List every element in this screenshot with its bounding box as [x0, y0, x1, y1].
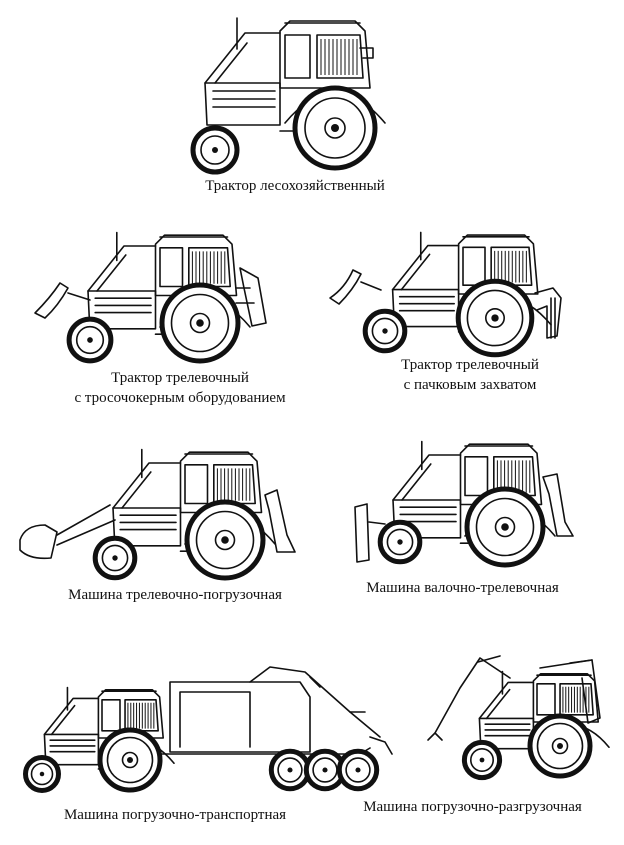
figure-loading-transport-machine — [20, 662, 415, 797]
caption-felling-skidding-machine: Машина валочно-трелевочная — [366, 580, 559, 596]
caption-loading-transport-machine: Машина погрузочно-транспортная — [63, 807, 287, 823]
figure-loading-unloading-machine — [420, 648, 610, 788]
figure-skidding-loading-machine — [15, 440, 305, 585]
caption-skidder-cable-2: с тросочокерным оборудованием — [74, 390, 286, 406]
caption-loading-unloading-machine: Машина погрузочно-разгрузочная — [363, 799, 582, 815]
figure-felling-skidding-machine — [345, 432, 585, 577]
figure-skidder-grapple — [325, 228, 575, 368]
caption-skidder-cable-1: Трактор трелевочный — [111, 370, 249, 386]
figure-skidder-cable — [30, 228, 280, 368]
caption-skidder-grapple-1: Трактор трелевочный — [401, 357, 539, 373]
caption-forestry-tractor: Трактор лесохозяйственный — [205, 178, 385, 194]
caption-skidding-loading-machine: Машина трелевочно-погрузочная — [68, 587, 282, 603]
caption-skidder-grapple-2: с пачковым захватом — [403, 377, 537, 393]
figure-forestry-tractor — [175, 8, 395, 176]
